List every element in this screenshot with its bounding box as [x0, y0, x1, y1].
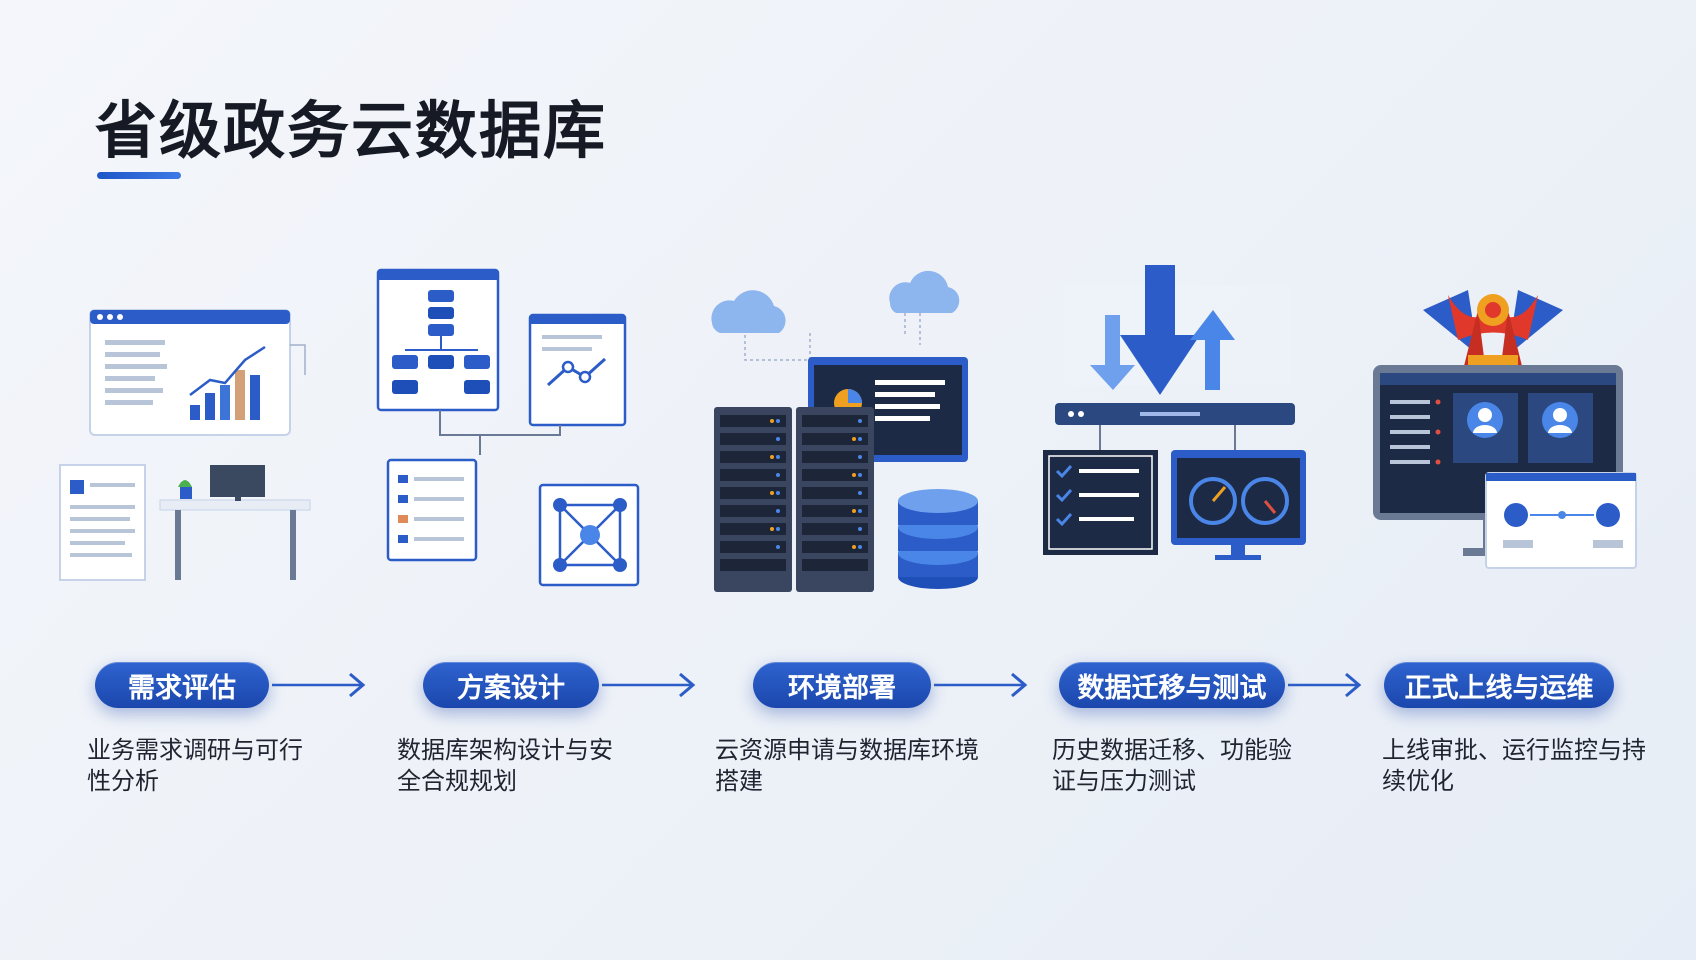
step-desc-requirement: 业务需求调研与可行性分析 — [87, 736, 303, 795]
step-pill-operations: 正式上线与运维 — [1384, 662, 1614, 708]
step-desc-migration: 历史数据迁移、功能验证与压力测试 — [1052, 736, 1292, 795]
step-pill-design: 方案设计 — [423, 662, 599, 708]
step-pill-requirement: 需求评估 — [95, 662, 269, 708]
operations-illustration — [1373, 290, 1637, 569]
arrow-right-icon — [934, 672, 1028, 698]
title-underline — [97, 172, 181, 179]
requirement-illustration — [59, 309, 311, 581]
step-desc-deployment: 云资源申请与数据库环境搭建 — [715, 736, 979, 795]
step-desc-operations: 上线审批、运行监控与持续优化 — [1382, 736, 1646, 795]
arrow-right-icon — [1288, 672, 1362, 698]
arrow-right-icon — [272, 672, 366, 698]
step-desc-design: 数据库架构设计与安全合规规划 — [397, 736, 613, 795]
page-title: 省级政务云数据库 — [95, 94, 608, 167]
step-pill-deployment: 环境部署 — [753, 662, 931, 708]
step-pill-migration: 数据迁移与测试 — [1059, 662, 1285, 708]
deployment-illustration — [711, 270, 978, 592]
arrow-right-icon — [602, 672, 696, 698]
migration-illustration — [1043, 265, 1306, 560]
design-illustration — [376, 268, 640, 587]
